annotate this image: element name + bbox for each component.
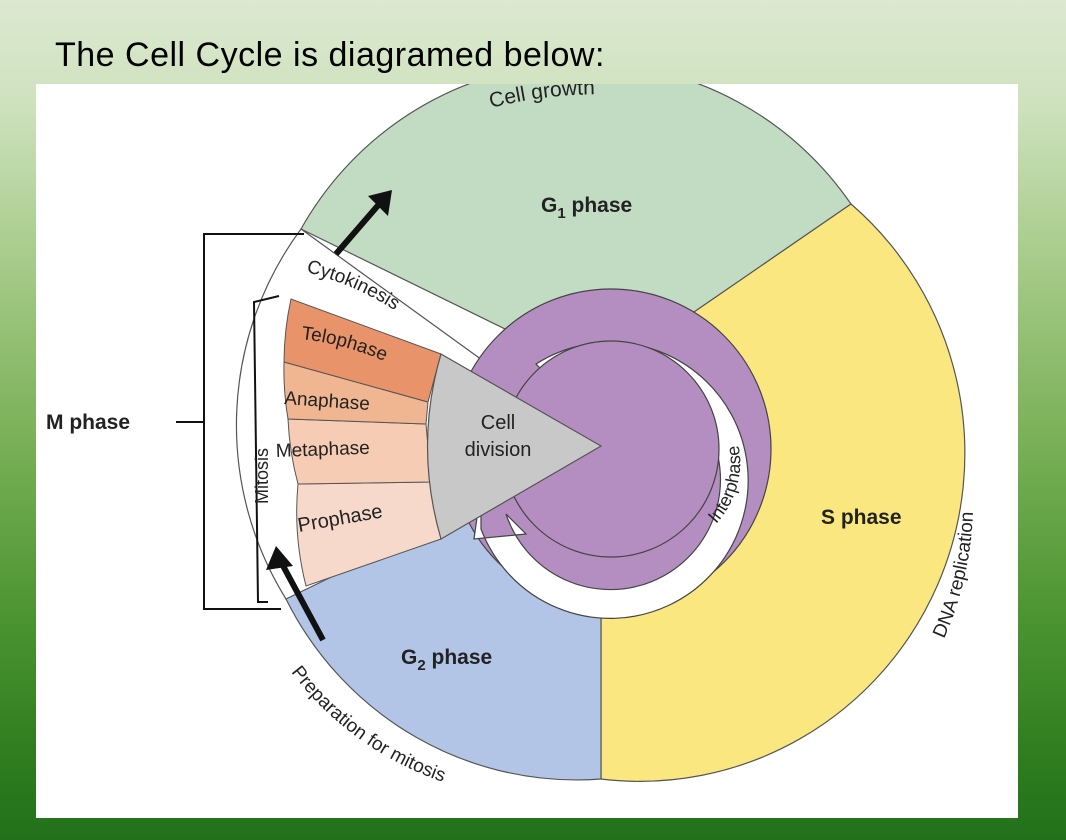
prophase-segment (296, 481, 442, 587)
metaphase-label: Metaphase (275, 438, 370, 462)
interphase-arrow (473, 341, 749, 619)
prep-arrow-icon (278, 560, 326, 642)
cell-cycle-diagram: Cell growth G1 phase S phase G2 phase DN… (46, 84, 978, 787)
g2-phase-label: G2 phase (401, 646, 492, 674)
g1-phase-segment (300, 84, 852, 377)
slide-title: The Cell Cycle is diagramed below: (55, 36, 605, 74)
mitosis-label: Mitosis (252, 448, 272, 504)
g1-phase-label: G1 phase (541, 194, 632, 222)
cell-division-label-line2: division (465, 439, 532, 461)
telophase-segment (283, 298, 442, 403)
s-phase-label: S phase (821, 506, 902, 529)
prep-arrowhead-icon (266, 546, 293, 570)
cell-division-wedge (426, 353, 603, 540)
diagram-panel: Cell growth G1 phase S phase G2 phase DN… (36, 84, 1018, 818)
cell-division-label-line1: Cell (481, 412, 515, 434)
cytokinesis-arrowhead-icon (368, 190, 392, 216)
mitosis-bracket (252, 295, 280, 603)
m-phase-label: M phase (46, 411, 130, 434)
cytokinesis-arrow-icon (333, 200, 384, 256)
